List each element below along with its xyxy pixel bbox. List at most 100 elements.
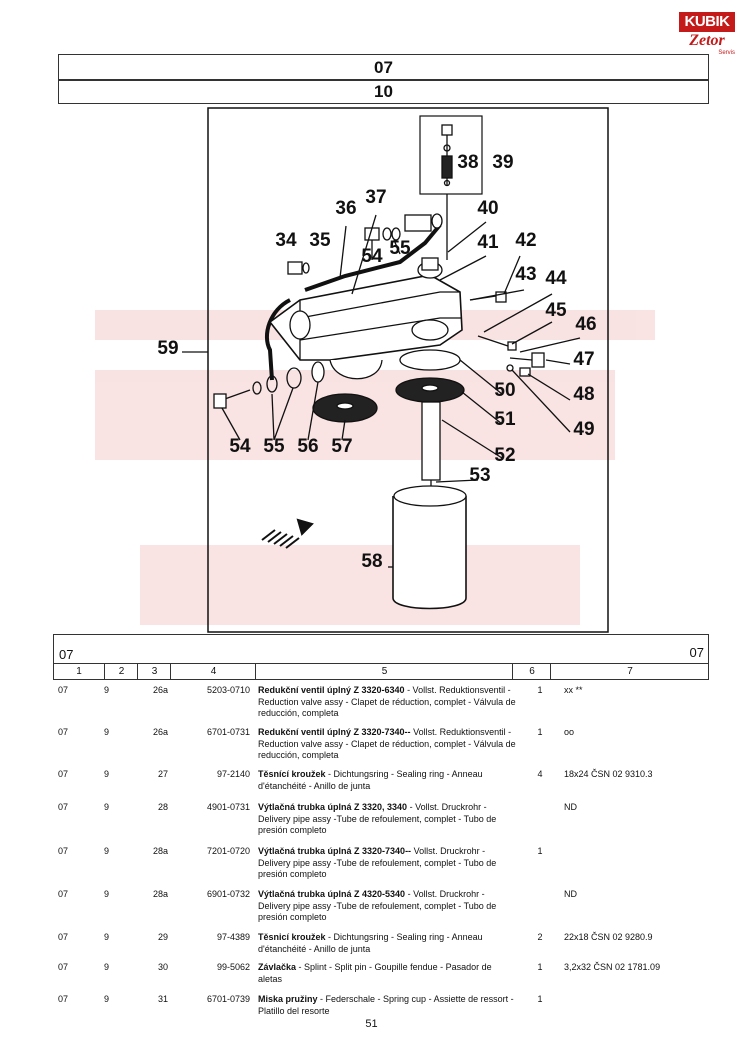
callout-label: 59 — [157, 338, 178, 359]
quantity-cell: 1 — [537, 727, 543, 737]
callout-label: 36 — [335, 198, 356, 219]
part-number-cell: 4901-0731 — [206, 802, 250, 812]
callout-label: 56 — [297, 436, 318, 457]
note-cell: 22x18 ČSN 02 9280.9 — [564, 932, 653, 942]
group-cell: 07 — [58, 685, 69, 695]
callout-label: 53 — [469, 465, 490, 486]
note-cell: ND — [564, 889, 577, 899]
callout-label: 40 — [477, 198, 498, 219]
part-title: Těsnící kroužek — [258, 769, 326, 779]
group-code-left: 07 — [59, 647, 74, 662]
callout-label: 39 — [492, 152, 513, 173]
group-cell: 07 — [58, 769, 69, 779]
quantity-cell: 1 — [537, 994, 543, 1004]
group-cell: 07 — [58, 802, 69, 812]
parts-table-header: 07 07 1 2 3 4 5 6 7 — [53, 634, 709, 680]
callout-label: 44 — [545, 268, 567, 289]
callout-label: 49 — [573, 419, 594, 440]
description-cell: Těsnící kroužek - Dichtungsring - Sealin… — [258, 769, 516, 792]
part-translations: - Vollst. Druckrohr - Delivery pipe assy… — [258, 889, 497, 922]
group-header: 07 — [58, 54, 709, 80]
column-header: 4 — [170, 664, 256, 680]
part-title: Výtlačná trubka úplná Z 3320-7340-- — [258, 846, 412, 856]
part-title: Výtlačná trubka úplná Z 3320, 3340 — [258, 802, 408, 812]
callout-label: 38 — [457, 152, 478, 173]
quantity-cell: 1 — [537, 962, 543, 972]
part-translations: - Vollst. Druckrohr - Delivery pipe assy… — [258, 802, 497, 835]
description-cell: Redukční ventil úplný Z 3320-7340-- Voll… — [258, 727, 516, 762]
description-cell: Miska pružiny - Federschale - Spring cup… — [258, 994, 516, 1017]
note-cell: oo — [564, 727, 575, 737]
note-cell: 3,2x32 ČSN 02 1781.09 — [564, 962, 661, 972]
callout-label: 54 — [229, 436, 251, 457]
position-cell: 28 — [157, 802, 168, 812]
callout-label: 58 — [361, 551, 382, 572]
part-number-cell: 99-5062 — [216, 962, 250, 972]
part-number-cell: 6701-0739 — [206, 994, 250, 1004]
note-cell: ND — [564, 802, 577, 812]
subgroup-header: 10 — [58, 80, 709, 104]
part-title: Výtlačná trubka úplná Z 4320-5340 — [258, 889, 406, 899]
page-number: 51 — [365, 1018, 378, 1030]
position-cell: 29 — [157, 932, 168, 942]
diagram-frame — [207, 107, 609, 633]
position-cell: 28a — [152, 889, 168, 899]
logo-brand: KUBIK — [679, 12, 735, 32]
callout-label: 37 — [365, 187, 386, 208]
part-translations: - Splint - Split pin - Goupille fendue -… — [258, 962, 492, 984]
callout-label: 57 — [331, 436, 352, 457]
subgroup-cell: 9 — [104, 932, 110, 942]
column-header: 6 — [512, 664, 551, 680]
part-translations: - Dichtungsring - Sealing ring - Anneau … — [258, 769, 483, 791]
callout-label: 54 — [361, 246, 383, 267]
column-header: 3 — [137, 664, 171, 680]
callout-label: 42 — [515, 230, 536, 251]
logo-sub: Servis — [718, 50, 735, 56]
quantity-cell: 4 — [537, 769, 543, 779]
logo-make: Zetor — [689, 32, 725, 49]
callout-label: 55 — [263, 436, 285, 457]
column-header: 2 — [104, 664, 138, 680]
group-cell: 07 — [58, 727, 69, 737]
quantity-cell: 1 — [537, 846, 543, 856]
position-cell: 26a — [152, 727, 168, 737]
description-cell: Těsnicí kroužek - Dichtungsring - Sealin… — [258, 932, 516, 955]
callout-label: 55 — [389, 238, 411, 259]
subgroup-cell: 9 — [104, 889, 110, 899]
callout-label: 48 — [573, 384, 594, 405]
note-cell: xx ** — [564, 685, 583, 695]
part-title: Závlačka — [258, 962, 297, 972]
callout-label: 46 — [575, 314, 596, 335]
column-header: 1 — [76, 666, 82, 677]
subgroup-cell: 9 — [104, 994, 110, 1004]
subgroup-cell: 9 — [104, 962, 110, 972]
description-cell: Redukční ventil úplný Z 3320-6340 - Voll… — [258, 685, 516, 720]
subgroup-cell: 9 — [104, 846, 110, 856]
position-cell: 26a — [152, 685, 168, 695]
parts-drawing — [182, 124, 581, 610]
direction-arrow-icon — [261, 518, 314, 549]
callout-label: 51 — [494, 409, 516, 430]
description-cell: Výtlačná trubka úplná Z 4320-5340 - Voll… — [258, 889, 516, 924]
note-cell: 18x24 ČSN 02 9310.3 — [564, 769, 653, 779]
position-cell: 28a — [152, 846, 168, 856]
part-number-cell: 5203-0710 — [206, 685, 250, 695]
part-translations: - Vollst. Reduktionsventil - Reduction v… — [258, 685, 516, 718]
description-cell: Výtlačná trubka úplná Z 3320-7340-- Voll… — [258, 846, 516, 881]
group-code-right: 07 — [689, 645, 704, 660]
part-translations: Vollst. Reduktionsventil - Reduction val… — [258, 727, 516, 760]
group-cell: 07 — [58, 889, 69, 899]
column-header: 5 — [255, 664, 513, 680]
group-cell: 07 — [58, 962, 69, 972]
column-number-row: 1 2 3 4 5 6 7 — [54, 663, 708, 680]
part-translations: - Dichtungsring - Sealing ring - Anneau … — [258, 932, 483, 954]
group-cell: 07 — [58, 932, 69, 942]
description-cell: Výtlačná trubka úplná Z 3320, 3340 - Vol… — [258, 802, 516, 837]
quantity-cell: 1 — [537, 685, 543, 695]
position-cell: 30 — [157, 962, 168, 972]
callout-label: 50 — [494, 380, 515, 401]
position-cell: 27 — [157, 769, 168, 779]
position-cell: 31 — [157, 994, 168, 1004]
part-title: Miska pružiny — [258, 994, 318, 1004]
